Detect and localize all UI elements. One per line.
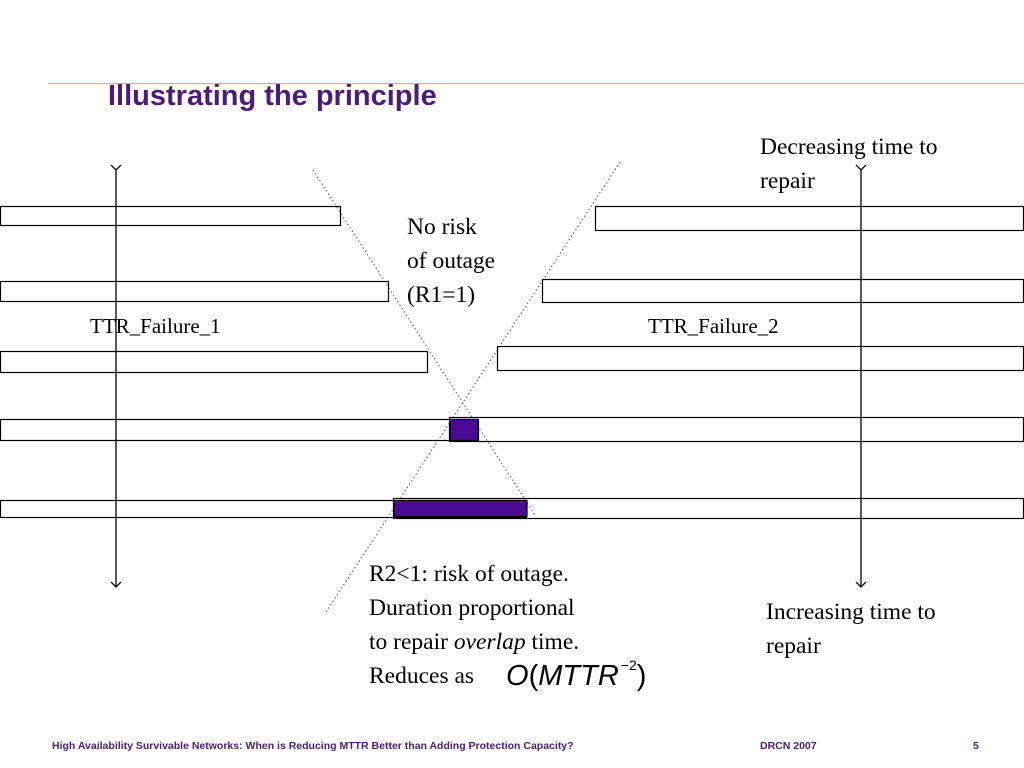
increasing-ttr-note: Increasing time to repair <box>766 595 936 663</box>
formula-mttr: MTTR <box>538 660 619 692</box>
failure2-bar-3 <box>496 345 1024 372</box>
overlap-region-small <box>449 418 479 442</box>
ttr-failure-1-label: TTR_Failure_1 <box>90 314 221 338</box>
no-risk-note: No risk of outage (R1=1) <box>407 210 495 312</box>
formula-exponent: −2 <box>620 657 637 673</box>
r2-risk-note: R2<1: risk of outage. Duration proportio… <box>369 557 579 693</box>
dotted-diagonal-left <box>312 169 536 516</box>
r2-line-4: Reduces as <box>369 663 475 689</box>
failure2-bar-1 <box>594 205 1024 232</box>
no-risk-line-3: (R1=1) <box>407 282 476 308</box>
r2-line-3-pre: to repair <box>369 629 454 655</box>
no-risk-line-2: of outage <box>407 248 496 274</box>
r2-line-3-em: overlap <box>453 629 526 655</box>
no-risk-line-1: No risk <box>407 214 477 240</box>
overlap-region-large <box>393 499 528 518</box>
failure1-bar-4 <box>0 418 480 442</box>
failure1-bar-1 <box>0 205 342 227</box>
formula-o: O <box>506 660 529 692</box>
r2-line-3-post: time. <box>525 629 580 655</box>
increasing-line-2: repair <box>766 633 821 659</box>
title-underline <box>48 83 1024 84</box>
formula-open-paren: ( <box>528 660 539 692</box>
formula-close-paren: ) <box>636 660 647 692</box>
ttr-failure-2-label: TTR_Failure_2 <box>648 314 779 338</box>
r2-line-2: Duration proportional <box>369 595 575 621</box>
failure1-bar-2 <box>0 280 390 303</box>
increasing-line-1: Increasing time to <box>766 599 936 625</box>
decreasing-line-1: Decreasing time to <box>760 134 938 160</box>
big-o-formula: O(MTTR−2) <box>506 657 646 693</box>
r2-line-3: to repair overlap time. <box>369 625 579 659</box>
r2-line-1: R2<1: risk of outage. <box>369 561 569 587</box>
decreasing-ttr-note: Decreasing time to repair <box>760 130 938 198</box>
decreasing-line-2: repair <box>760 168 815 194</box>
failure1-bar-3 <box>0 350 429 374</box>
footer-page-number: 5 <box>973 740 979 752</box>
failure2-bar-2 <box>541 278 1024 304</box>
dotted-diagonal-right <box>325 161 621 613</box>
footer-conference: DRCN 2007 <box>760 740 817 752</box>
failure2-bar-4 <box>448 416 1024 443</box>
footer-paper-title: High Availability Survivable Networks: W… <box>52 740 574 752</box>
slide-title: Illustrating the principle <box>108 80 437 112</box>
